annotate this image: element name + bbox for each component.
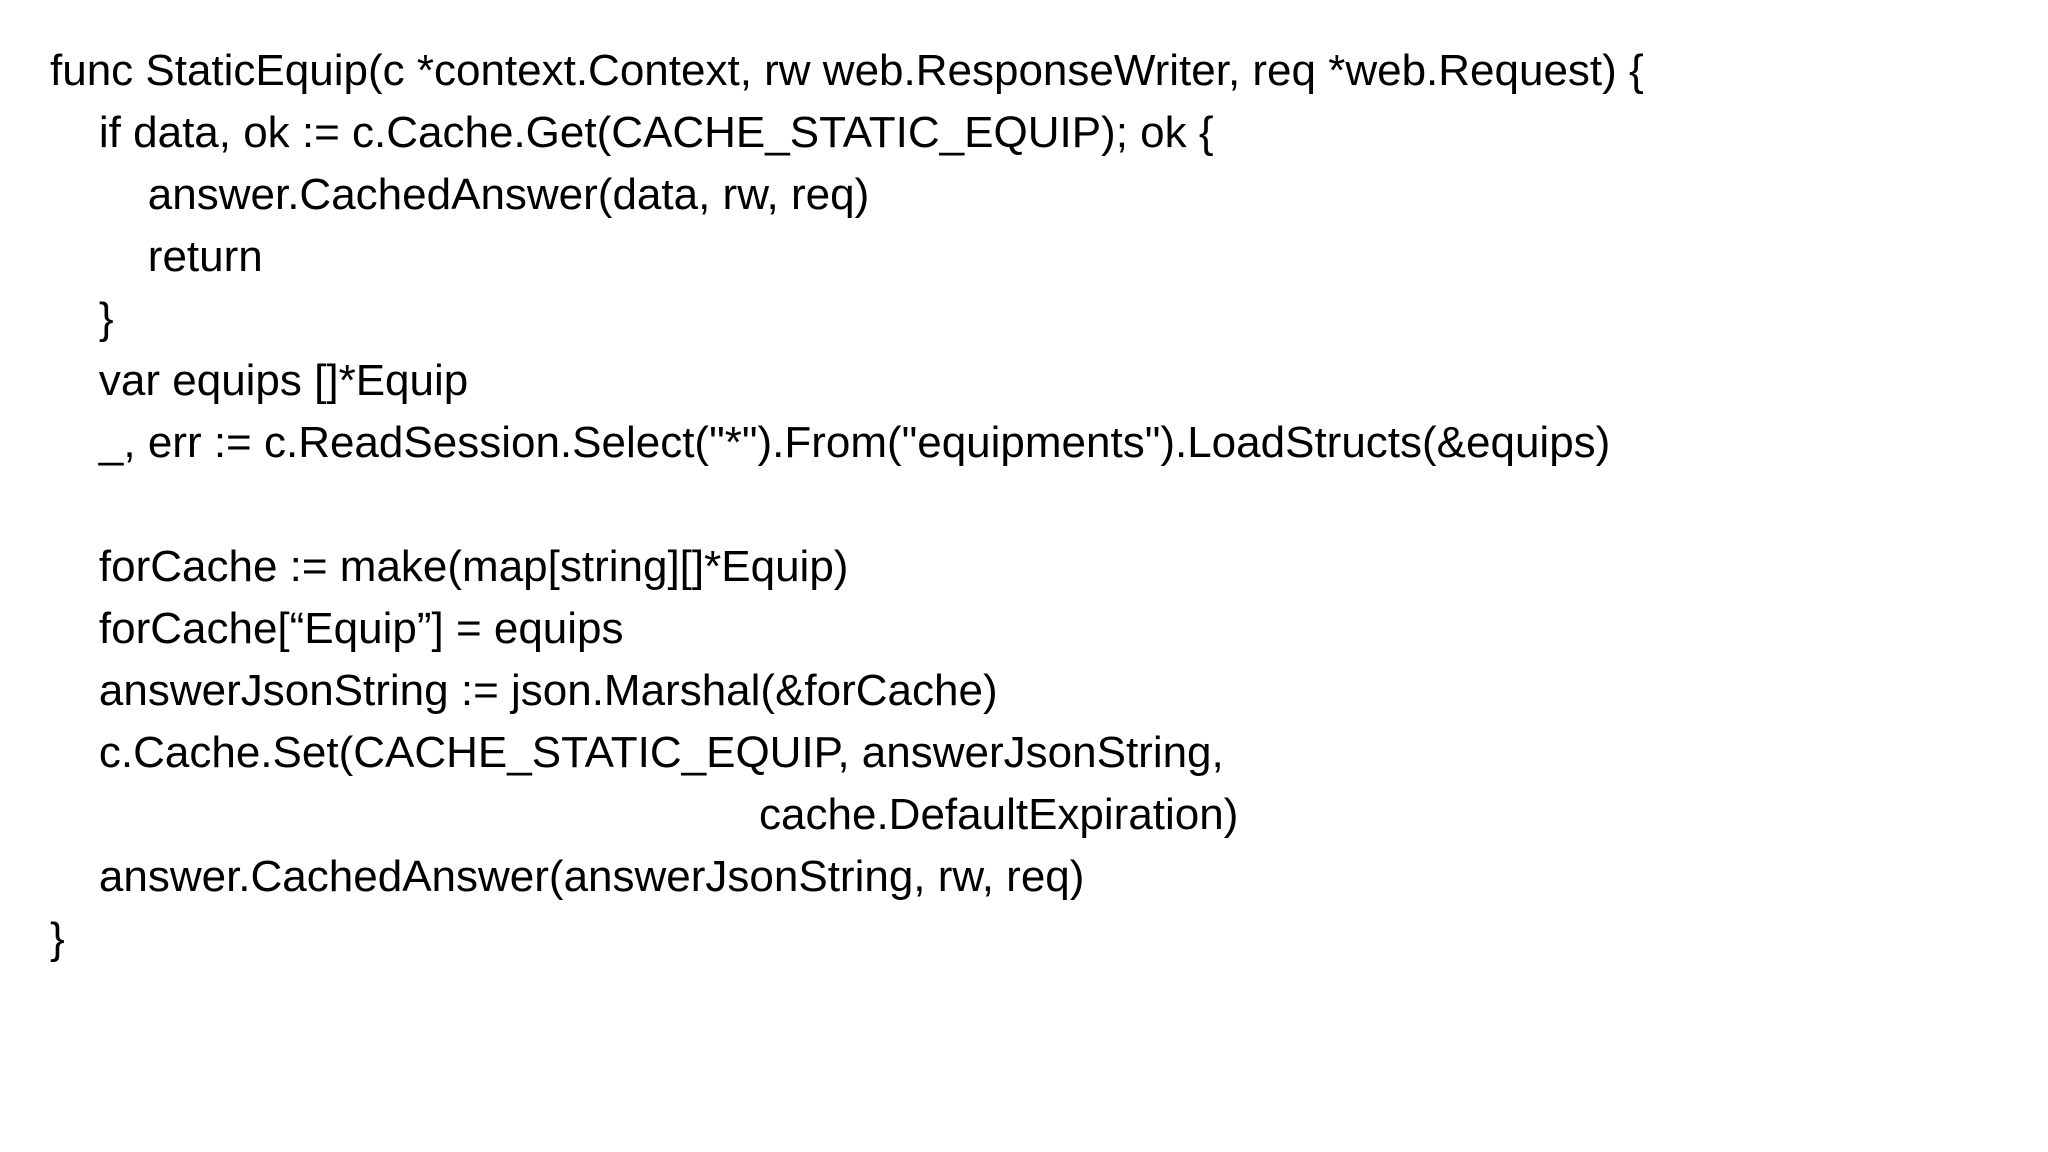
code-line-blank xyxy=(50,474,2028,536)
code-line-forcache-make: forCache := make(map[string][]*Equip) xyxy=(50,542,849,591)
code-line-cache-set: c.Cache.Set(CACHE_STATIC_EQUIP, answerJs… xyxy=(50,728,1224,777)
code-block: func StaticEquip(c *context.Context, rw … xyxy=(50,40,2028,970)
code-line-json-marshal: answerJsonString := json.Marshal(&forCac… xyxy=(50,666,998,715)
code-line-cached-answer-data: answer.CachedAnswer(data, rw, req) xyxy=(50,170,870,219)
code-line-forcache-assign: forCache[“Equip”] = equips xyxy=(50,604,624,653)
code-line-default-expiration: cache.DefaultExpiration) xyxy=(50,790,1239,839)
code-line-func-signature: func StaticEquip(c *context.Context, rw … xyxy=(50,46,1644,95)
code-line-if-cache-get: if data, ok := c.Cache.Get(CACHE_STATIC_… xyxy=(50,108,1214,157)
code-line-func-close-brace: } xyxy=(50,914,65,963)
code-line-var-equips: var equips []*Equip xyxy=(50,356,469,405)
code-line-if-close-brace: } xyxy=(50,294,114,343)
code-line-return: return xyxy=(50,232,263,281)
code-line-cached-answer-json: answer.CachedAnswer(answerJsonString, rw… xyxy=(50,852,1085,901)
code-line-load-structs: _, err := c.ReadSession.Select("*").From… xyxy=(50,418,1611,467)
